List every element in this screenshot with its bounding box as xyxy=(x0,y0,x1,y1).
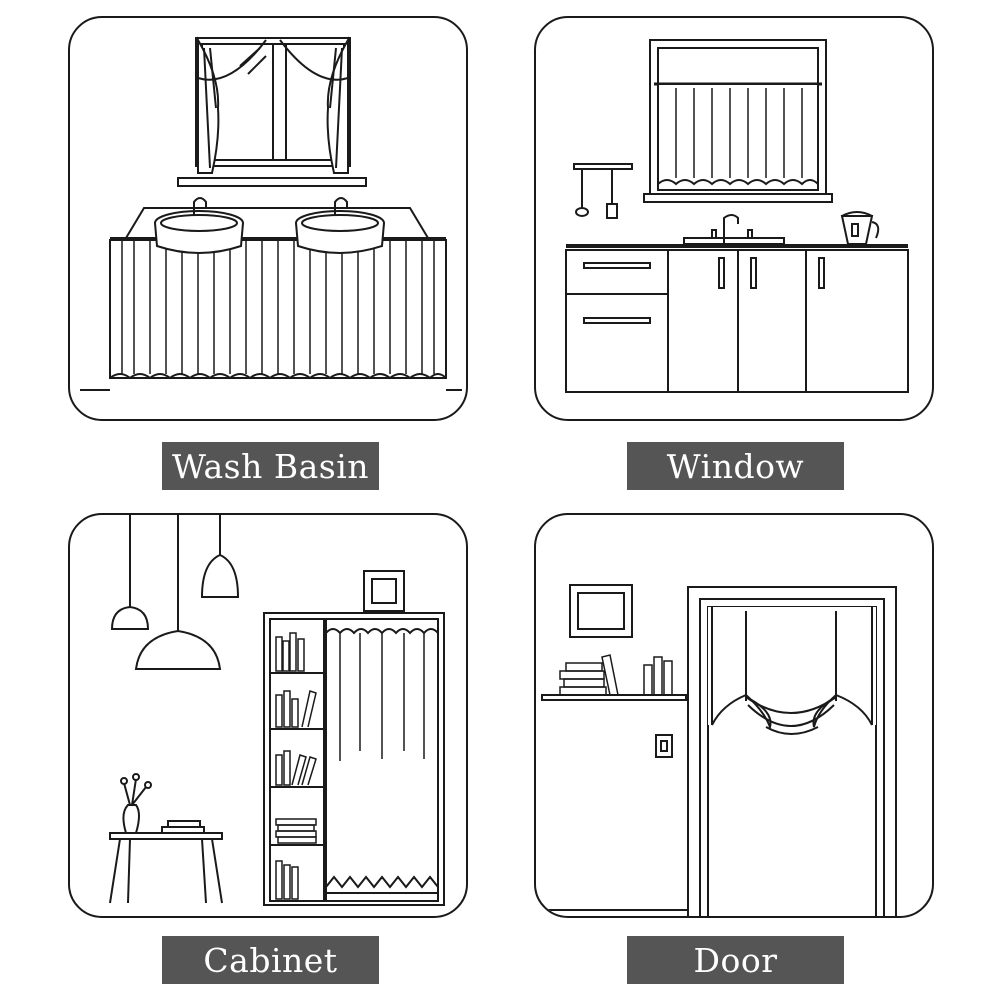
window-label: Window xyxy=(627,442,844,490)
wash-basin-label: Wash Basin xyxy=(162,442,379,490)
wash-basin-illustration xyxy=(70,18,468,421)
window-panel xyxy=(534,16,934,421)
cabinet-illustration xyxy=(70,515,468,918)
door-panel xyxy=(534,513,934,918)
wash-basin-panel xyxy=(68,16,468,421)
cabinet-label: Cabinet xyxy=(162,936,379,984)
window-illustration xyxy=(536,18,934,421)
door-label: Door xyxy=(627,936,844,984)
cabinet-panel xyxy=(68,513,468,918)
door-illustration xyxy=(536,515,934,918)
